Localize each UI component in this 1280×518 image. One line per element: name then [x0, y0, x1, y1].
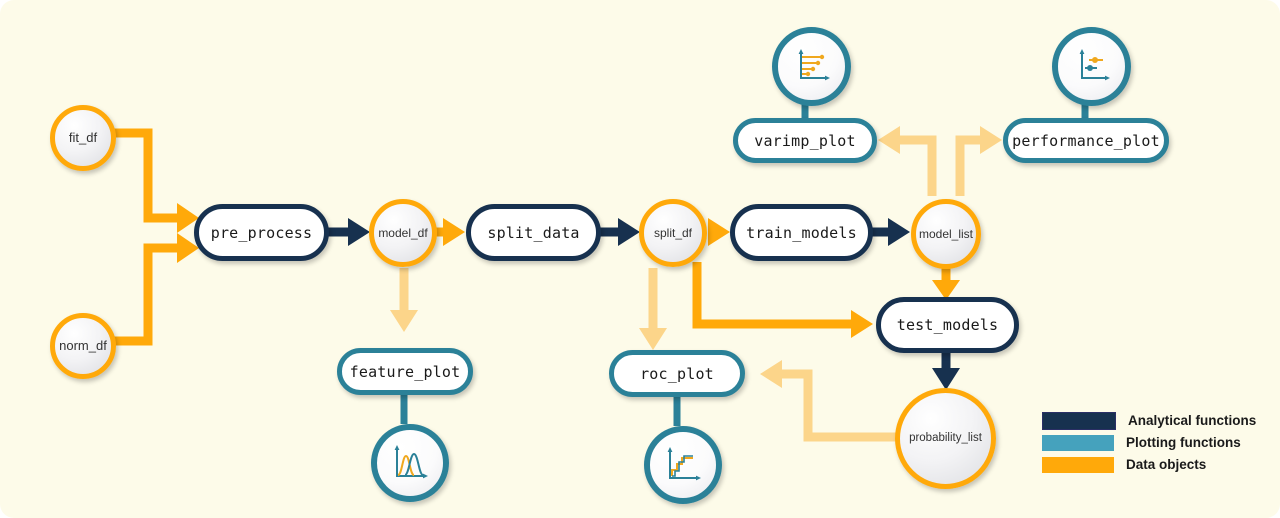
node-model_list[interactable]: model_list — [911, 199, 981, 269]
node-label: feature_plot — [349, 362, 461, 381]
node-label: split_df — [653, 225, 693, 240]
legend-label-plotting: Plotting functions — [1126, 435, 1241, 450]
edge-test_models-to-probability_list — [932, 352, 960, 390]
node-model_df[interactable]: model_df — [369, 199, 437, 267]
legend-item-data: Data objects — [1042, 455, 1272, 474]
edge-model_list-to-test_models — [932, 268, 960, 300]
node-roc_plot[interactable]: roc_plot — [609, 350, 745, 397]
node-label: split_data — [487, 223, 580, 242]
legend-label-data: Data objects — [1126, 457, 1207, 472]
edge-model_df-to-split_data — [436, 218, 465, 246]
node-label: performance_plot — [1012, 131, 1160, 150]
node-label: varimp_plot — [754, 131, 856, 150]
node-norm_df[interactable]: norm_df — [50, 313, 116, 379]
edge-fit_df-to-pre_process — [114, 128, 199, 233]
lollipop-chart-icon — [772, 27, 851, 106]
edge-probability_list-to-roc_plot — [760, 360, 898, 442]
dot-whisker-icon — [1052, 27, 1131, 106]
node-varimp_plot[interactable]: varimp_plot — [733, 118, 877, 163]
node-label: probability_list — [909, 432, 982, 445]
legend-label-analytical: Analytical functions — [1128, 413, 1257, 428]
edge-model_list-to-varimp_plot — [878, 126, 937, 196]
legend-item-plotting: Plotting functions — [1042, 433, 1272, 452]
node-performance_plot[interactable]: performance_plot — [1003, 118, 1169, 163]
edge-model_list-to-performance_plot — [955, 126, 1002, 196]
step-curve-icon — [644, 426, 722, 504]
node-train_models[interactable]: train_models — [730, 204, 873, 261]
node-label: norm_df — [59, 338, 107, 354]
node-label: test_models — [896, 316, 999, 334]
legend-swatch-plotting — [1042, 434, 1114, 451]
node-feature_plot[interactable]: feature_plot — [337, 348, 473, 395]
node-label: pre_process — [210, 223, 313, 242]
node-label: model_df — [378, 225, 428, 240]
legend-swatch-analytical — [1042, 411, 1116, 430]
legend: Analytical functions Plotting functions … — [1042, 411, 1272, 477]
node-split_df[interactable]: split_df — [639, 199, 707, 267]
edge-norm_df-to-pre_process — [114, 233, 199, 346]
edge-model_df-to-feature_plot — [390, 268, 418, 332]
edge-pre_process-to-model_df — [327, 218, 370, 246]
node-pre_process[interactable]: pre_process — [194, 204, 329, 261]
edge-split_df-to-test_models — [692, 262, 873, 338]
node-split_data[interactable]: split_data — [466, 204, 601, 261]
node-label: fit_df — [68, 130, 98, 146]
node-test_models[interactable]: test_models — [876, 297, 1019, 353]
node-probability_list[interactable]: probability_list — [895, 388, 996, 489]
node-label: roc_plot — [640, 364, 714, 383]
edge-split_df-to-train_models — [708, 218, 730, 246]
node-label: model_list — [918, 226, 974, 241]
node-fit_df[interactable]: fit_df — [50, 105, 116, 171]
legend-swatch-data — [1042, 456, 1114, 473]
legend-item-analytical: Analytical functions — [1042, 411, 1272, 430]
density-curves-icon — [371, 424, 449, 502]
node-label: train_models — [746, 223, 857, 242]
edge-split_data-to-split_df — [600, 218, 640, 246]
edge-split_df-to-roc_plot — [639, 268, 667, 350]
edge-train_models-to-model_list — [872, 218, 910, 246]
